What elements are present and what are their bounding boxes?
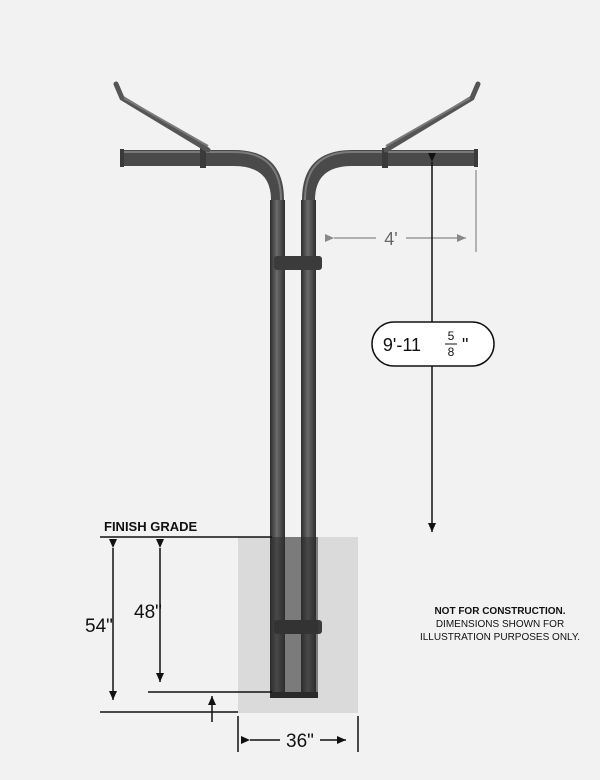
embed-48-label: 48" [134,602,162,623]
buried-pole-section [270,537,318,697]
width-36-label: 36" [286,731,314,752]
upper-clamp [274,256,322,270]
note-line-3: ILLUSTRATION PURPOSES ONLY. [420,632,580,643]
height-fraction-denominator: 8 [448,345,455,359]
height-inch-mark: " [462,335,468,355]
height-callout-box [371,321,495,367]
depth-54-label: 54" [85,616,113,637]
height-whole-label: 9'-11 [383,335,421,355]
note-line-2: DIMENSIONS SHOWN FOR [436,619,564,630]
height-fraction-numerator: 5 [448,329,455,343]
finish-grade-label: FINISH GRADE [104,519,198,534]
arm-reach-label: 4' [384,229,397,249]
note-line-1: NOT FOR CONSTRUCTION. [434,606,565,617]
